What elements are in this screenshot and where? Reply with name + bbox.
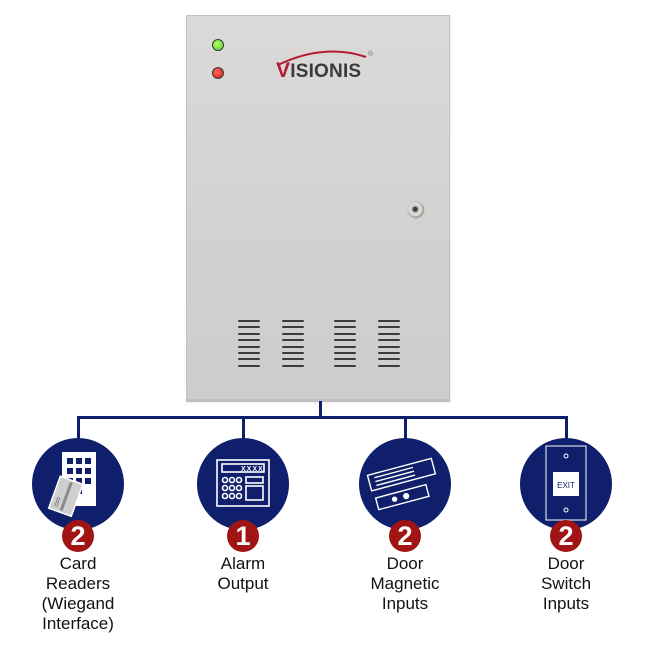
red-status-led-icon [212, 67, 224, 79]
node-label: Door Switch Inputs [540, 554, 592, 613]
svg-text:XXXX: XXXX [241, 466, 264, 473]
connector-drop-1 [77, 416, 80, 440]
alarm-panel-icon: XXXX [197, 438, 289, 530]
connector-trunk [319, 401, 322, 419]
card-reader-keypad-icon [32, 438, 124, 530]
vent-slots-icon [238, 320, 260, 371]
connector-bus [77, 416, 568, 419]
door-switch-inputs-node: EXIT 2 Door Switch Inputs [496, 438, 636, 614]
connector-drop-4 [565, 416, 568, 440]
vent-slots-icon [334, 320, 356, 371]
node-label: Door Magnetic Inputs [370, 554, 440, 613]
svg-text:EXIT: EXIT [557, 481, 575, 490]
logo-swoosh-icon [277, 50, 367, 66]
node-label: Card Readers (Wiegand Interface) [41, 554, 115, 633]
exit-switch-icon: EXIT [520, 438, 612, 530]
cabinet-bottom-edge [186, 399, 450, 402]
brand-logo: VISIONIS ® [274, 49, 374, 82]
count-badge: 2 [550, 520, 582, 552]
count-badge: 1 [227, 520, 259, 552]
card-readers-node: 2 Card Readers (Wiegand Interface) [8, 438, 148, 634]
magnetic-lock-icon [359, 438, 451, 530]
count-badge: 2 [389, 520, 421, 552]
green-status-led-icon [212, 39, 224, 51]
connector-drop-2 [242, 416, 245, 440]
alarm-output-node: XXXX 1 Alarm Output [173, 438, 313, 594]
brand-name: VISIONIS [276, 59, 362, 82]
node-label: Alarm Output [217, 554, 269, 593]
vent-slots-icon [378, 320, 400, 371]
door-magnetic-inputs-node: 2 Door Magnetic Inputs [335, 438, 475, 614]
registered-mark: ® [368, 51, 374, 58]
count-badge: 2 [62, 520, 94, 552]
connector-drop-3 [404, 416, 407, 440]
access-control-cabinet: VISIONIS ® [186, 15, 450, 402]
vent-slots-icon [282, 320, 304, 371]
key-lock-icon [408, 202, 424, 218]
